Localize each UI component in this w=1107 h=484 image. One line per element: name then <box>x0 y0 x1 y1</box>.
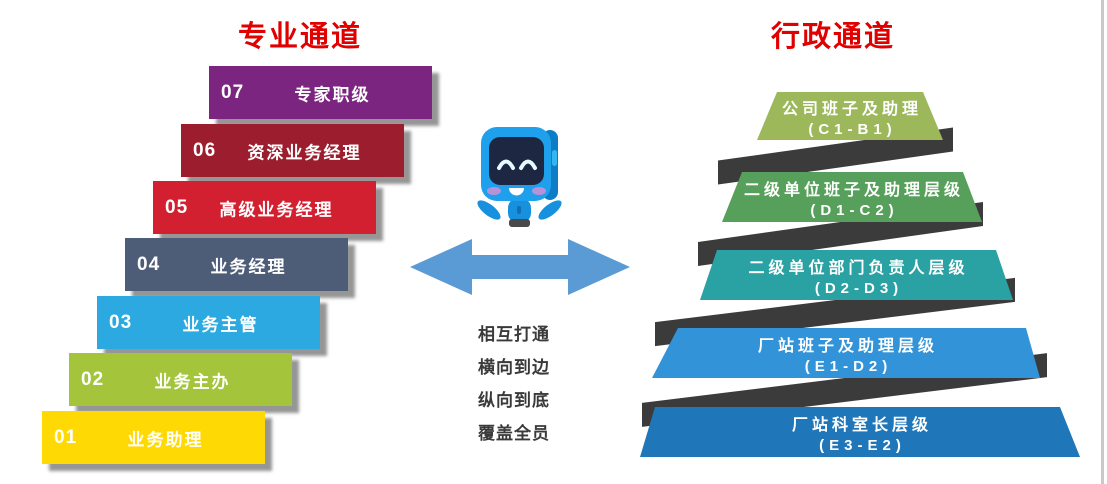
slogan-line: 相互打通 <box>478 325 550 344</box>
slogan-line: 纵向到底 <box>478 391 550 410</box>
level-number: 03 <box>109 311 133 333</box>
level-bar-06: 06 资深业务经理 <box>181 124 404 177</box>
level-number: 05 <box>165 196 189 218</box>
professional-channel-title: 专业通道 <box>237 21 362 53</box>
level-number: 01 <box>54 426 78 448</box>
pyramid-tier-secondary-unit-dept: 二级单位部门负责人层级 (D2-D3) <box>700 250 1013 300</box>
level-number: 02 <box>81 368 105 390</box>
admin-pyramid: 公司班子及助理 (C1-B1) 二级单位班子及助理层级 (D1-C2) 二级单位… <box>600 80 1107 484</box>
tier-label: 厂站科室长层级 <box>791 416 932 434</box>
level-number: 07 <box>221 81 245 103</box>
level-label: 业务主管 <box>182 315 259 334</box>
pyramid-tier-company: 公司班子及助理 (C1-B1) <box>757 92 943 140</box>
tier-grade-range: (D2-D3) <box>814 279 904 297</box>
tier-grade-range: (E3-E2) <box>819 436 906 454</box>
tier-grade-range: (C1-B1) <box>808 120 897 138</box>
tier-label: 二级单位班子及助理层级 <box>743 181 964 199</box>
level-label: 业务助理 <box>127 430 204 449</box>
robot-mascot-illustration <box>476 124 566 230</box>
level-bar-03: 03 业务主管 <box>97 296 320 349</box>
level-bar-02: 02 业务主办 <box>69 353 292 406</box>
bridge-double-arrow-icon <box>410 238 630 296</box>
level-number: 06 <box>193 139 217 161</box>
tier-label: 厂站班子及助理层级 <box>757 337 938 355</box>
slogan-line: 横向到边 <box>478 358 550 377</box>
pyramid-tier-plant-team: 厂站班子及助理层级 (E1-D2) <box>652 328 1040 378</box>
pyramid-tier-plant-section: 厂站科室长层级 (E3-E2) <box>640 407 1080 457</box>
tier-grade-range: (E1-D2) <box>804 357 893 375</box>
level-bar-07: 07 专家职级 <box>209 66 432 119</box>
pyramid-tier-secondary-unit-team: 二级单位班子及助理层级 (D1-C2) <box>722 172 982 222</box>
tier-label: 二级单位部门负责人层级 <box>748 259 969 277</box>
admin-channel-title: 行政通道 <box>770 21 895 53</box>
level-label: 业务主办 <box>154 372 231 391</box>
level-bar-04: 04 业务经理 <box>125 238 348 291</box>
tier-label: 公司班子及助理 <box>781 100 922 118</box>
level-label: 业务经理 <box>210 257 287 276</box>
level-bar-01: 01 业务助理 <box>42 411 265 464</box>
tier-grade-range: (D1-C2) <box>810 201 899 219</box>
slide-edge-border <box>1101 0 1104 484</box>
slogan-line: 覆盖全员 <box>478 424 550 443</box>
level-label: 资深业务经理 <box>247 143 362 162</box>
bridge-slogan: 相互打通 横向到边 纵向到底 覆盖全员 <box>478 318 550 450</box>
level-label: 专家职级 <box>294 85 371 104</box>
level-label: 高级业务经理 <box>219 200 334 219</box>
level-bar-05: 05 高级业务经理 <box>153 181 376 234</box>
level-number: 04 <box>137 253 161 275</box>
